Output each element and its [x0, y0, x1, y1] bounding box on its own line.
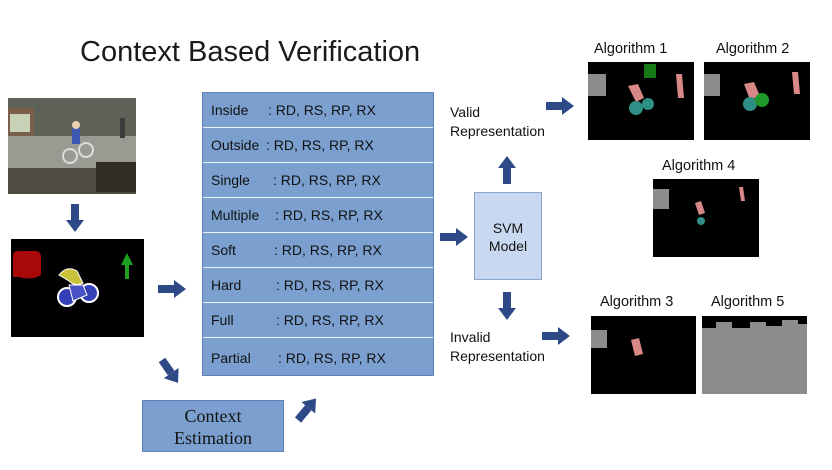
valid-line1: Valid	[450, 104, 481, 120]
algorithm-4-shapes	[653, 187, 745, 225]
context-metrics: : RD, RS, RP, RX	[273, 172, 381, 188]
arrow-down-photo-to-mask	[66, 204, 84, 232]
valid-representation-label: Valid Representation	[450, 103, 545, 141]
context-table: Inside : RD, RS, RP, RX Outside : RD, RS…	[202, 92, 434, 376]
context-metrics: : RD, RS, RP, RX	[276, 312, 384, 328]
context-name: Inside	[211, 102, 249, 118]
arrow-right-mask-to-table	[158, 280, 186, 298]
arrow-diag-mask-to-context	[154, 354, 186, 389]
algorithm-1-label: Algorithm 1	[594, 41, 668, 57]
context-estimation-box: Context Estimation	[142, 400, 284, 452]
algorithm-2-shapes	[704, 72, 800, 111]
algorithm-3-result	[591, 316, 696, 394]
mask-shapes	[13, 251, 133, 307]
invalid-representation-label: Invalid Representation	[450, 328, 545, 366]
algorithm-3-label: Algorithm 3	[600, 294, 674, 310]
context-metrics: : RD, RS, RP, RX	[278, 350, 386, 366]
arrow-right-valid-to-algorithms	[546, 97, 574, 115]
algorithm-1-result	[588, 62, 694, 140]
input-photo	[8, 98, 136, 194]
context-name: Full	[211, 312, 234, 328]
algorithm-5-label: Algorithm 5	[711, 294, 785, 310]
diagram-title: Context Based Verification	[80, 36, 421, 68]
context-row-inside: Inside : RD, RS, RP, RX	[203, 93, 433, 128]
arrow-up-svm-to-valid	[498, 156, 516, 184]
context-metrics: : RD, RS, RP, RX	[268, 102, 376, 118]
context-row-full: Full : RD, RS, RP, RX	[203, 303, 433, 338]
context-name: Partial	[211, 350, 251, 366]
svm-model-box: SVM Model	[474, 192, 542, 280]
context-row-outside: Outside : RD, RS, RP, RX	[203, 128, 433, 163]
segmentation-mask	[11, 239, 144, 337]
context-name: Single	[211, 172, 250, 188]
algorithm-1-shapes	[588, 64, 684, 115]
context-row-soft: Soft : RD, RS, RP, RX	[203, 233, 433, 268]
algorithm-4-label: Algorithm 4	[662, 158, 736, 174]
context-metrics: : RD, RS, RP, RX	[266, 137, 374, 153]
context-metrics: : RD, RS, RP, RX	[274, 242, 382, 258]
invalid-line2: Representation	[450, 348, 545, 364]
context-name: Multiple	[211, 207, 260, 223]
algorithm-5-shapes	[702, 316, 807, 328]
svm-line2: Model	[488, 238, 528, 254]
context-metrics: : RD, RS, RP, RX	[275, 207, 383, 223]
arrow-down-svm-to-invalid	[498, 292, 516, 320]
context-name: Outside	[211, 137, 260, 153]
algorithm-4-result	[653, 179, 759, 257]
algorithm-5-result	[702, 316, 807, 394]
algorithm-3-shapes	[591, 330, 643, 356]
photo-scene	[8, 98, 136, 194]
algorithm-2-result	[704, 62, 810, 140]
context-row-single: Single : RD, RS, RP, RX	[203, 163, 433, 198]
context-name: Hard	[211, 277, 242, 293]
context-row-partial: Partial : RD, RS, RP, RX	[203, 338, 433, 377]
arrow-right-table-to-svm	[440, 228, 468, 246]
algorithm-2-label: Algorithm 2	[716, 41, 790, 57]
context-metrics: : RD, RS, RP, RX	[276, 277, 384, 293]
svm-line1: SVM	[492, 220, 524, 236]
arrow-diag-context-to-table	[291, 392, 323, 426]
context-row-hard: Hard : RD, RS, RP, RX	[203, 268, 433, 303]
context-name: Soft	[211, 242, 236, 258]
valid-line2: Representation	[450, 123, 545, 139]
invalid-line1: Invalid	[450, 329, 491, 345]
context-estimation-line1: Context	[184, 406, 242, 426]
context-row-multiple: Multiple : RD, RS, RP, RX	[203, 198, 433, 233]
context-estimation-line2: Estimation	[174, 428, 252, 448]
arrow-right-invalid-to-algorithms	[542, 327, 570, 345]
